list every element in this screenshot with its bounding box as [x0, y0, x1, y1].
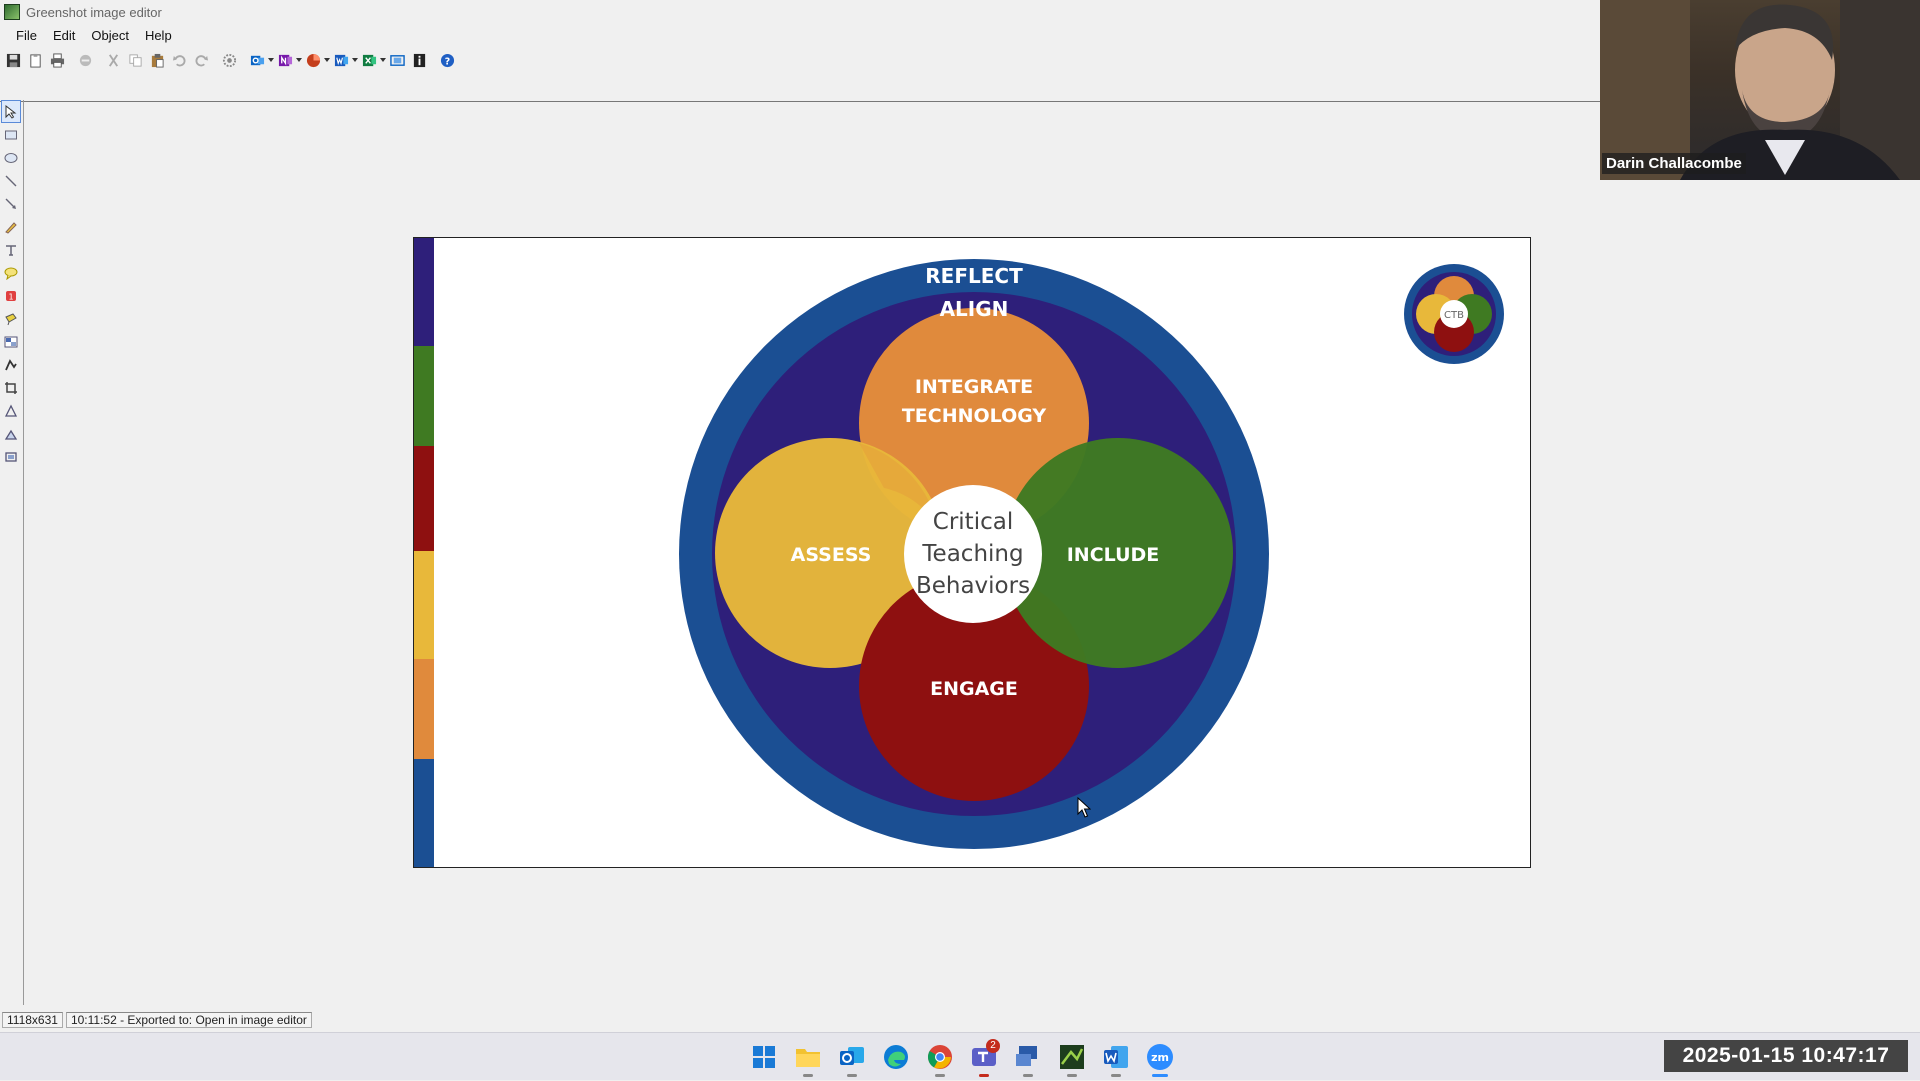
teams-notification-badge: 2 [986, 1039, 1000, 1053]
webcam-video-tile: Darin Challacombe [1600, 0, 1920, 180]
menu-edit[interactable]: Edit [52, 27, 76, 43]
step-label-tool-icon[interactable]: 1 [1, 284, 21, 307]
menu-object[interactable]: Object [91, 27, 129, 43]
chrome-browser-icon[interactable] [918, 1035, 962, 1079]
windows-taskbar: 2 zm [0, 1032, 1920, 1080]
line-tool-icon[interactable] [1, 169, 21, 192]
label-integrate: INTEGRATE [915, 376, 1033, 398]
toolbar-divider [0, 101, 1600, 102]
ctb-logo-text: CTB [1444, 310, 1464, 321]
captured-slide-image[interactable]: Critical Teaching Behaviors REFLECT ALIG… [413, 237, 1531, 868]
svg-text:1: 1 [8, 292, 13, 301]
outlook-taskbar-icon[interactable] [830, 1035, 874, 1079]
outlook-export-icon[interactable] [247, 50, 267, 70]
svg-text:?: ? [444, 56, 449, 67]
excel-export-icon[interactable] [359, 50, 379, 70]
zoom-icon-label: zm [1151, 1051, 1169, 1064]
word-dropdown[interactable] [352, 50, 358, 70]
onenote-export-icon[interactable] [275, 50, 295, 70]
recording-timestamp-overlay: 2025-01-15 10:47:17 [1664, 1040, 1908, 1072]
menu-file[interactable]: File [16, 27, 37, 43]
rotate-left-icon[interactable] [1, 399, 21, 422]
ellipse-tool-icon[interactable] [1, 146, 21, 169]
start-button-icon[interactable] [742, 1035, 786, 1079]
info-icon[interactable] [409, 50, 429, 70]
strip-red [414, 446, 434, 551]
rectangle-tool-icon[interactable] [1, 123, 21, 146]
speech-bubble-tool-icon[interactable] [1, 261, 21, 284]
center-text-line1: Critical [933, 509, 1013, 535]
cut-icon [103, 50, 123, 70]
strip-orange [414, 659, 434, 759]
paste-icon[interactable] [147, 50, 167, 70]
file-explorer-icon[interactable] [786, 1035, 830, 1079]
clipboard-copy-icon[interactable] [25, 50, 45, 70]
drawing-tools-panel: 1 [0, 100, 24, 1005]
strip-green [414, 346, 434, 446]
title-bar: Greenshot image editor [0, 0, 1600, 24]
add-border-icon[interactable] [1, 353, 21, 376]
help-icon[interactable]: ? [437, 50, 457, 70]
zoom-icon[interactable]: zm [1138, 1035, 1182, 1079]
resize-icon[interactable] [1, 445, 21, 468]
image-size-status: 1118x631 [2, 1012, 63, 1028]
strip-yellow [414, 551, 434, 659]
teams-icon[interactable]: 2 [962, 1035, 1006, 1079]
obfuscate-tool-icon[interactable] [1, 330, 21, 353]
label-technology: TECHNOLOGY [902, 405, 1047, 427]
menu-help[interactable]: Help [144, 27, 172, 43]
word-taskbar-icon[interactable] [1094, 1035, 1138, 1079]
settings-icon[interactable] [219, 50, 239, 70]
redo-icon [191, 50, 211, 70]
print-icon[interactable] [47, 50, 67, 70]
label-reflect: REFLECT [925, 264, 1023, 288]
edge-browser-icon[interactable] [874, 1035, 918, 1079]
freehand-tool-icon[interactable] [1, 215, 21, 238]
export-status-message: 10:11:52 - Exported to: Open in image ed… [65, 1012, 312, 1028]
text-tool-icon[interactable] [1, 238, 21, 261]
status-bar: 1118x631 10:11:52 - Exported to: Open in… [0, 1011, 1600, 1029]
center-circle [904, 485, 1042, 623]
undo-icon [169, 50, 189, 70]
strip-purple [414, 238, 434, 346]
crop-tool-icon[interactable] [387, 50, 407, 70]
label-include: INCLUDE [1067, 544, 1160, 566]
mouse-cursor-icon [1077, 797, 1091, 818]
label-align: ALIGN [940, 297, 1009, 321]
greenshot-taskbar-icon[interactable] [1050, 1035, 1094, 1079]
save-icon[interactable] [3, 50, 23, 70]
copy-icon [125, 50, 145, 70]
window-title: Greenshot image editor [26, 4, 162, 20]
crop-icon[interactable] [1, 376, 21, 399]
menu-bar: File Edit Object Help [0, 24, 180, 46]
toolbar: ? [0, 48, 458, 72]
excel-dropdown[interactable] [380, 50, 386, 70]
powerpoint-export-icon[interactable] [303, 50, 323, 70]
center-text-line3: Behaviors [916, 573, 1030, 599]
rotate-right-icon[interactable] [1, 422, 21, 445]
remote-desktop-icon[interactable] [1006, 1035, 1050, 1079]
label-engage: ENGAGE [930, 678, 1018, 700]
word-export-icon[interactable] [331, 50, 351, 70]
greenshot-app-icon [4, 4, 20, 20]
powerpoint-dropdown[interactable] [324, 50, 330, 70]
participant-name-label: Darin Challacombe [1602, 153, 1746, 174]
center-text-line2: Teaching [921, 541, 1023, 567]
label-assess: ASSESS [791, 544, 872, 566]
select-tool-icon[interactable] [1, 100, 21, 123]
strip-blue [414, 759, 434, 867]
delete-icon [75, 50, 95, 70]
outlook-dropdown[interactable] [268, 50, 274, 70]
ctb-logo: CTB [1404, 264, 1504, 364]
onenote-dropdown[interactable] [296, 50, 302, 70]
circle-include [1003, 438, 1233, 668]
arrow-tool-icon[interactable] [1, 192, 21, 215]
ctb-diagram: Critical Teaching Behaviors REFLECT ALIG… [414, 238, 1504, 867]
highlight-tool-icon[interactable] [1, 307, 21, 330]
